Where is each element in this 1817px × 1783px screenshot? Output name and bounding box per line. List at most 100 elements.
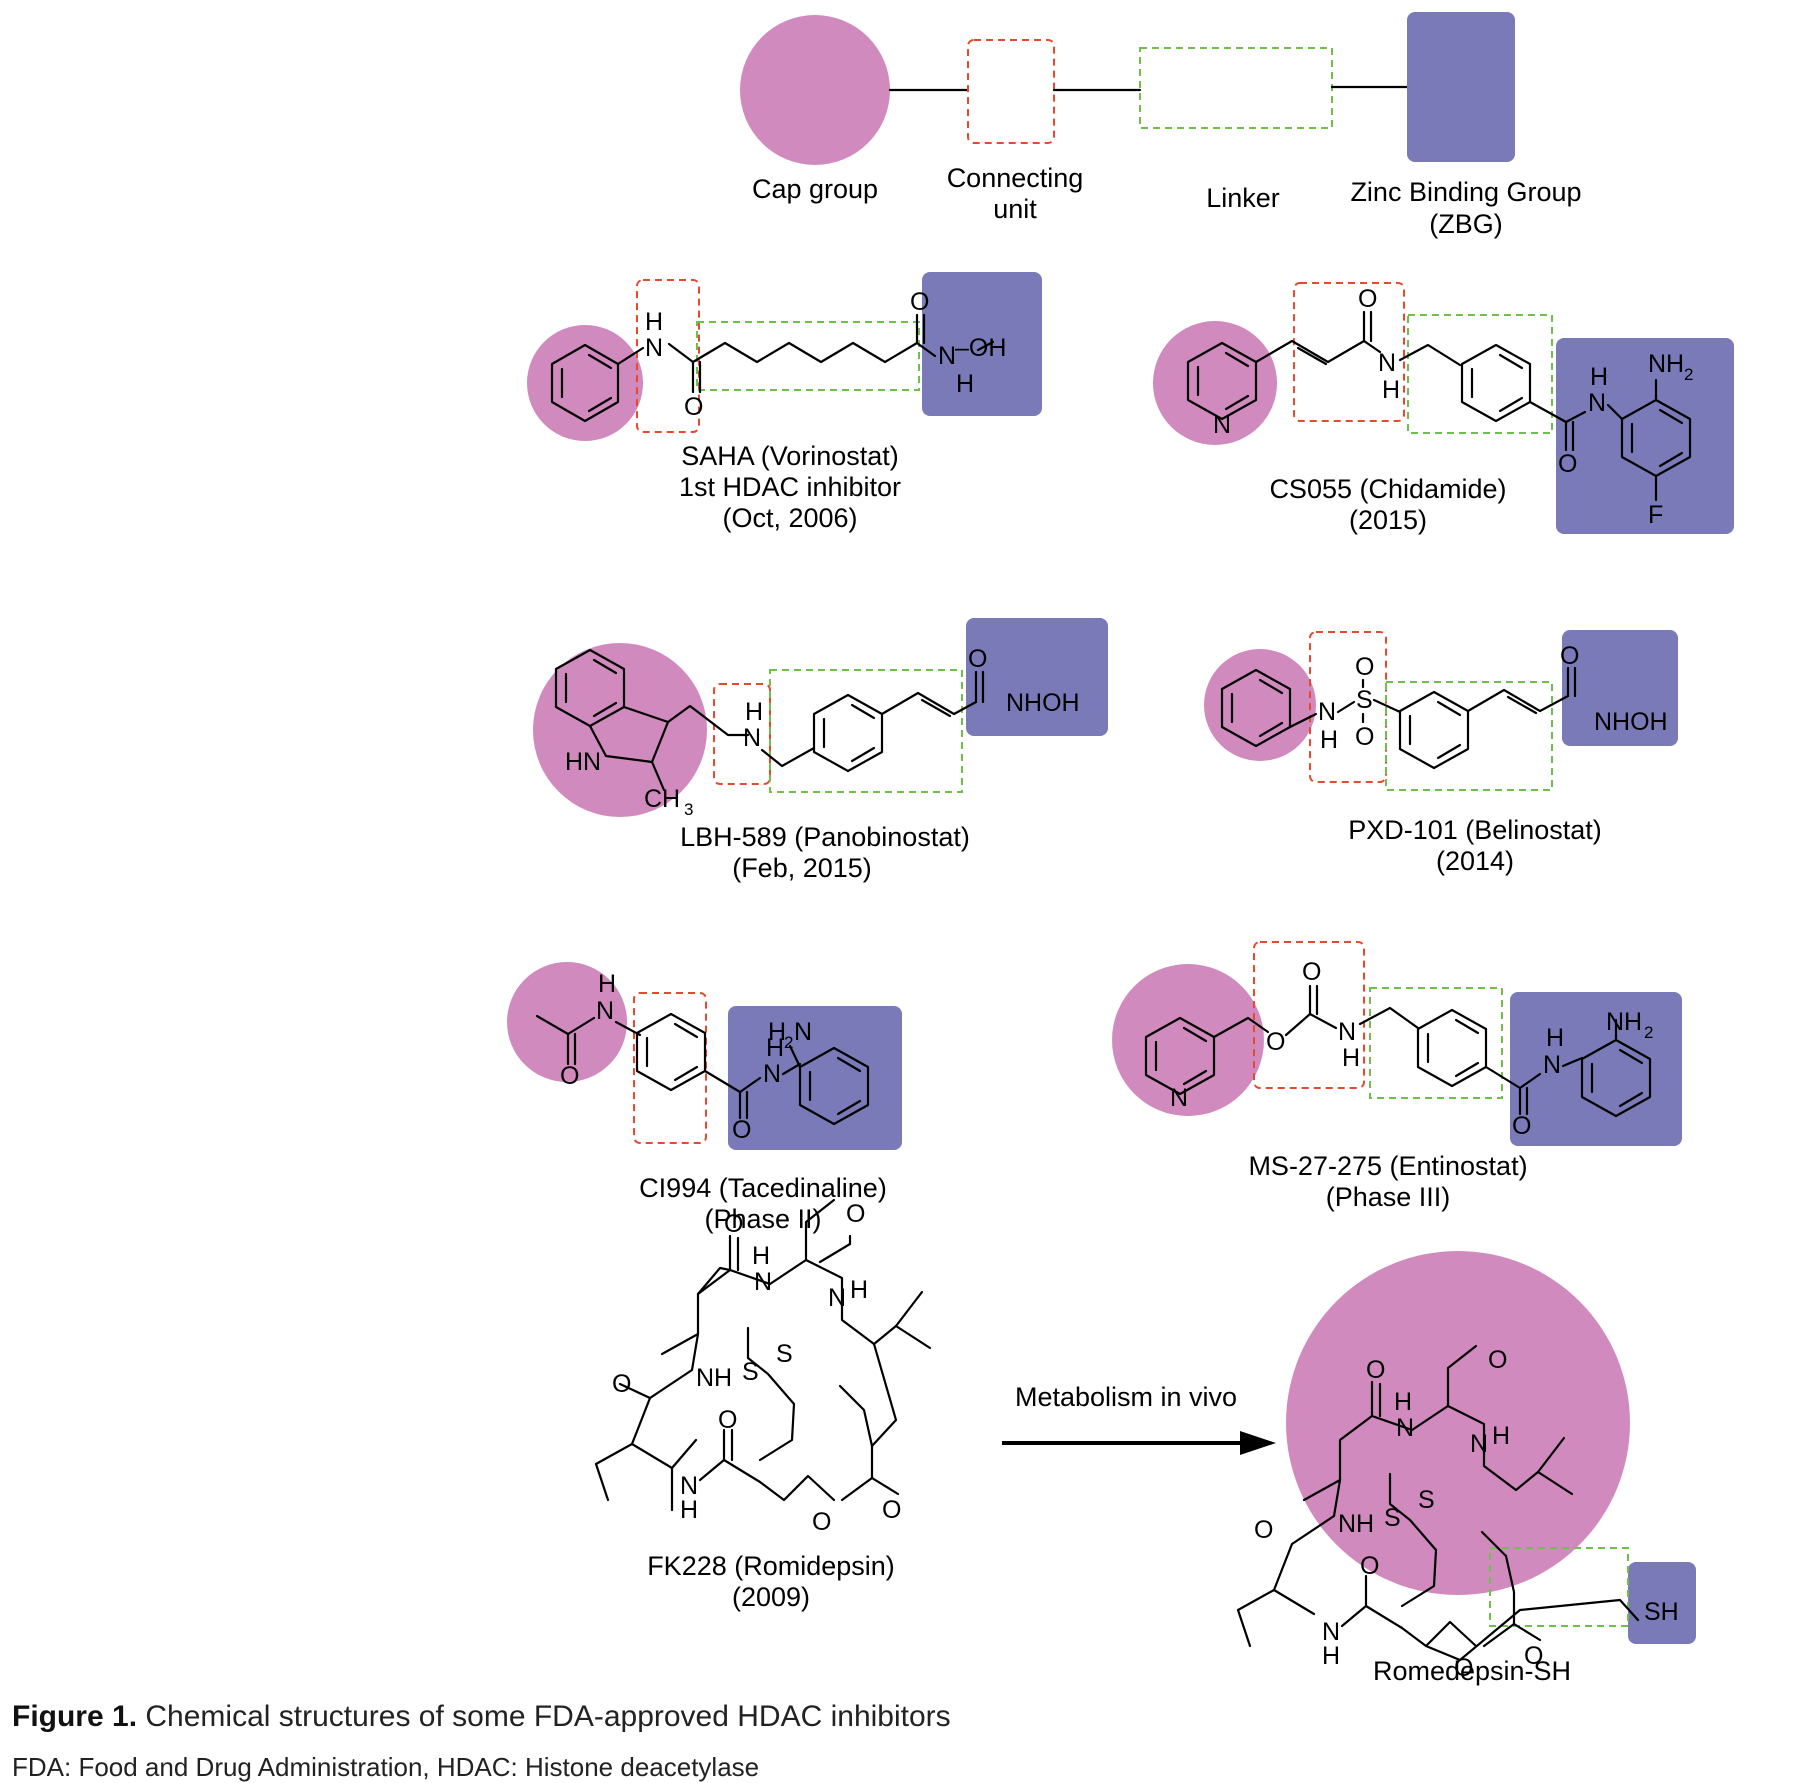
svg-text:HN: HN bbox=[565, 748, 601, 776]
svg-text:3: 3 bbox=[684, 800, 693, 819]
svg-text:N: N bbox=[1322, 1618, 1340, 1646]
structure-romidepsin-sh: O H N O N H O NH H N O O O S S SH Romede… bbox=[1236, 1251, 1696, 1686]
svg-text:N: N bbox=[1588, 389, 1606, 417]
structure-fk228: O H N O N H O NH H N O O O S S FK228 (Ro… bbox=[594, 1198, 932, 1612]
svg-text:H: H bbox=[1322, 1642, 1340, 1670]
svg-text:O: O bbox=[718, 1406, 737, 1434]
saha-label: SAHA (Vorinostat) bbox=[681, 441, 899, 471]
svg-text:O: O bbox=[612, 1370, 631, 1398]
svg-text:O: O bbox=[846, 1200, 865, 1228]
svg-text:H: H bbox=[1590, 363, 1608, 391]
fk228-label-2: (2009) bbox=[732, 1582, 810, 1612]
svg-text:H: H bbox=[766, 1034, 784, 1062]
structure-ci994: O H N O N H H 2 N CI994 (Tacedinaline) (… bbox=[507, 962, 902, 1234]
svg-text:H: H bbox=[752, 1242, 770, 1270]
svg-text:H: H bbox=[645, 308, 663, 336]
pxd101-label: PXD-101 (Belinostat) bbox=[1348, 815, 1602, 845]
svg-text:NH: NH bbox=[1338, 1510, 1374, 1538]
svg-text:2: 2 bbox=[1644, 1023, 1653, 1042]
structure-saha: H N O O N –OH H SAHA (Vorinostat) 1st HD… bbox=[527, 272, 1042, 533]
metabolism-arrow: Metabolism in vivo bbox=[1002, 1382, 1276, 1455]
svg-text:NH: NH bbox=[1606, 1008, 1642, 1036]
svg-text:O: O bbox=[1558, 450, 1577, 478]
svg-text:N: N bbox=[1170, 1084, 1188, 1112]
ci994-label: CI994 (Tacedinaline) bbox=[639, 1173, 887, 1203]
svg-text:O: O bbox=[724, 1210, 743, 1238]
svg-text:N: N bbox=[794, 1018, 812, 1046]
figure-title: Chemical structures of some FDA-approved… bbox=[145, 1700, 951, 1733]
svg-text:N: N bbox=[1470, 1430, 1488, 1458]
structure-ms27275: N O O N H O N H NH 2 MS-27-275 (Entinost… bbox=[1112, 941, 1682, 1212]
svg-text:H: H bbox=[598, 970, 616, 998]
svg-text:NH: NH bbox=[1648, 350, 1684, 378]
svg-text:S: S bbox=[742, 1358, 759, 1386]
lbh589-label: LBH-589 (Panobinostat) bbox=[680, 822, 970, 852]
structure-lbh589: HN CH 3 H N O NHOH LBH-589 (Panobinostat… bbox=[533, 618, 1108, 883]
figure-caption: Figure 1. Chemical structures of some FD… bbox=[12, 1700, 951, 1734]
svg-text:O: O bbox=[1524, 1642, 1543, 1670]
svg-text:O: O bbox=[1254, 1516, 1273, 1544]
saha-label-2: 1st HDAC inhibitor bbox=[679, 472, 901, 502]
svg-text:O: O bbox=[732, 1116, 751, 1144]
svg-text:N: N bbox=[1213, 411, 1231, 439]
svg-text:–OH: –OH bbox=[955, 334, 1006, 362]
svg-text:O: O bbox=[1454, 1654, 1473, 1682]
svg-text:H: H bbox=[1320, 726, 1338, 754]
ci994-label-2: (Phase II) bbox=[704, 1204, 821, 1234]
legend-connecting-unit-box bbox=[967, 39, 1055, 144]
svg-text:N: N bbox=[596, 997, 614, 1025]
svg-text:O: O bbox=[812, 1508, 831, 1536]
svg-text:O: O bbox=[1560, 642, 1579, 670]
svg-text:N: N bbox=[680, 1472, 698, 1500]
svg-text:N: N bbox=[763, 1060, 781, 1088]
svg-text:2: 2 bbox=[784, 1033, 793, 1052]
svg-text:N: N bbox=[938, 342, 956, 370]
legend-linker-box bbox=[1139, 47, 1333, 129]
legend-cap-group-label: Cap group bbox=[752, 174, 878, 204]
svg-text:2: 2 bbox=[1684, 365, 1693, 384]
svg-text:O: O bbox=[968, 645, 987, 673]
legend-linker-label: Linker bbox=[1206, 183, 1280, 213]
svg-text:O: O bbox=[1366, 1356, 1385, 1384]
svg-text:O: O bbox=[1302, 958, 1321, 986]
arrow-label: Metabolism in vivo bbox=[1015, 1382, 1237, 1412]
svg-text:N: N bbox=[645, 334, 663, 362]
svg-text:N: N bbox=[754, 1268, 772, 1296]
structure-cs055: N O N H O N H NH 2 F CS055 (Chidamide) (… bbox=[1153, 282, 1734, 535]
lbh589-label-2: (Feb, 2015) bbox=[732, 853, 872, 883]
figure-number: Figure 1. bbox=[12, 1700, 138, 1733]
svg-text:H: H bbox=[680, 1496, 698, 1524]
legend-connecting-unit-label: Connecting bbox=[947, 163, 1084, 193]
svg-text:O: O bbox=[1355, 723, 1374, 751]
svg-text:S: S bbox=[1384, 1504, 1401, 1532]
svg-text:H: H bbox=[745, 698, 763, 726]
svg-text:O: O bbox=[882, 1496, 901, 1524]
svg-text:CH: CH bbox=[644, 785, 680, 813]
legend-cap-group-circle bbox=[740, 15, 890, 165]
ms27275-label: MS-27-275 (Entinostat) bbox=[1248, 1151, 1527, 1181]
ms27275-label-2: (Phase III) bbox=[1326, 1182, 1451, 1212]
svg-text:H: H bbox=[850, 1276, 868, 1304]
svg-text:H: H bbox=[956, 370, 974, 398]
svg-text:S: S bbox=[1356, 686, 1373, 714]
svg-text:N: N bbox=[1318, 698, 1336, 726]
fk228-label: FK228 (Romidepsin) bbox=[647, 1551, 895, 1581]
svg-text:O: O bbox=[560, 1062, 579, 1090]
svg-text:H: H bbox=[1382, 376, 1400, 404]
svg-text:H: H bbox=[1492, 1422, 1510, 1450]
svg-text:N: N bbox=[743, 724, 761, 752]
cs055-label: CS055 (Chidamide) bbox=[1269, 474, 1506, 504]
svg-text:O: O bbox=[1266, 1028, 1285, 1056]
legend-zbg-label: Zinc Binding Group bbox=[1350, 177, 1581, 207]
legend-connecting-unit-label-2: unit bbox=[993, 194, 1037, 224]
pxd101-label-2: (2014) bbox=[1436, 846, 1514, 876]
svg-text:NHOH: NHOH bbox=[1006, 689, 1080, 717]
svg-text:N: N bbox=[1378, 349, 1396, 377]
cs055-label-2: (2015) bbox=[1349, 505, 1427, 535]
svg-text:H: H bbox=[1394, 1388, 1412, 1416]
svg-text:O: O bbox=[1358, 285, 1377, 313]
svg-text:N: N bbox=[1543, 1051, 1561, 1079]
svg-text:N: N bbox=[1338, 1018, 1356, 1046]
legend-zbg-label-2: (ZBG) bbox=[1429, 209, 1503, 239]
saha-label-3: (Oct, 2006) bbox=[722, 503, 857, 533]
